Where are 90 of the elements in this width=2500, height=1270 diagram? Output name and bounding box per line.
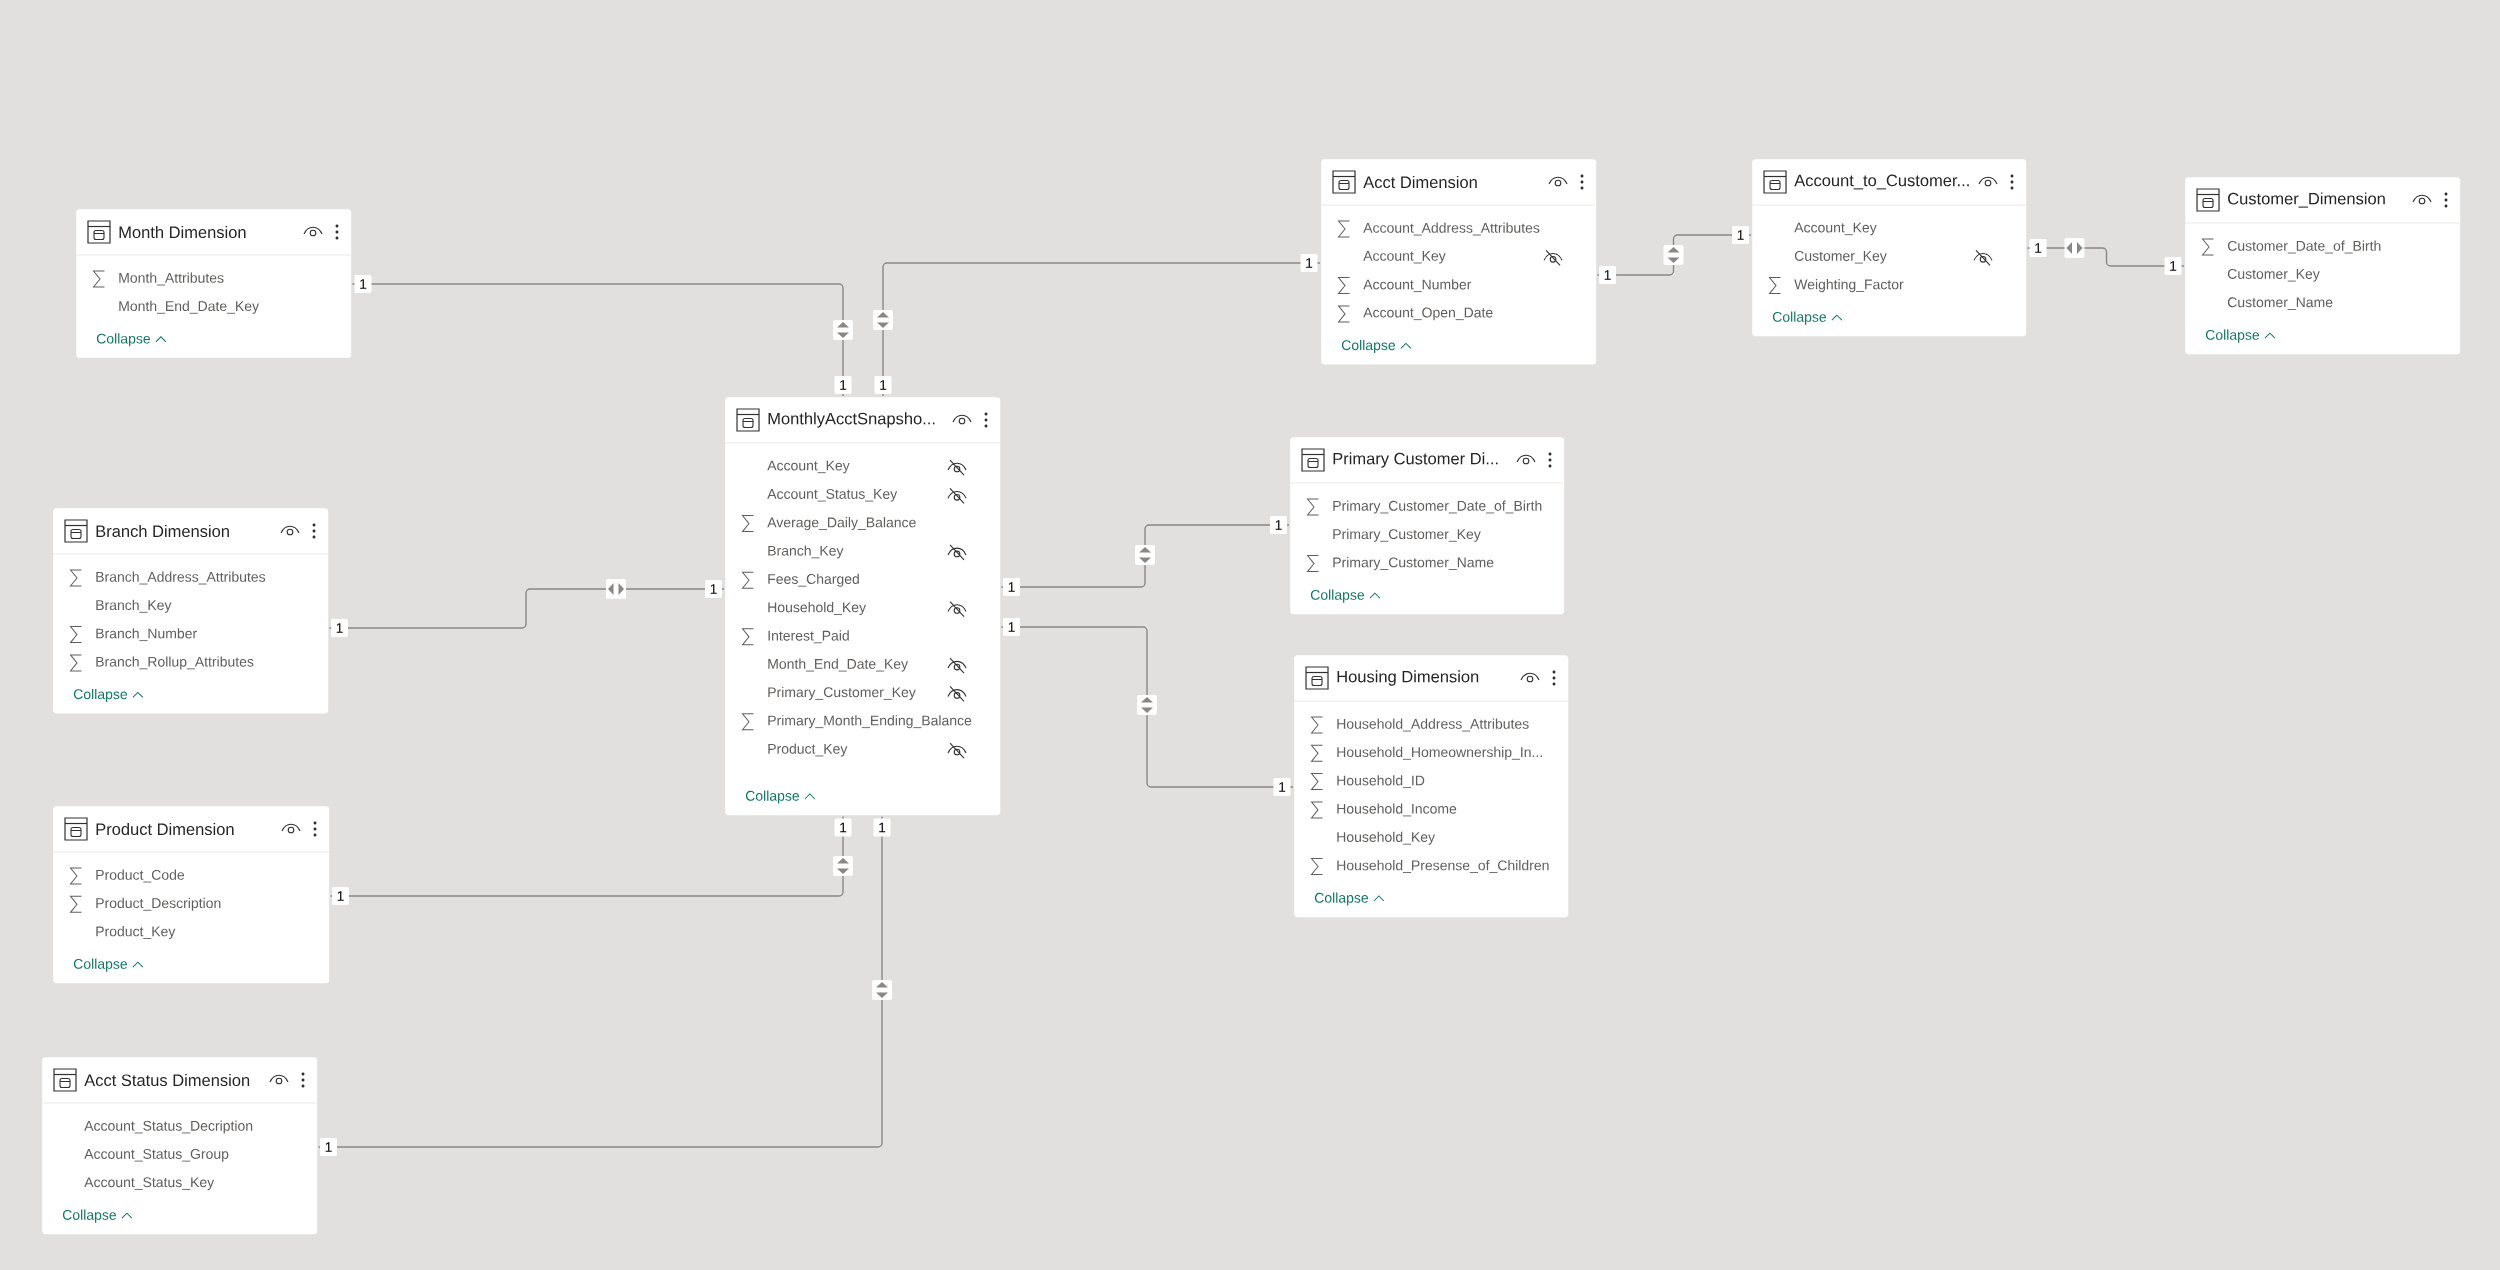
table-title: Customer_Dimension bbox=[2228, 192, 2385, 208]
field-name: Account_Status_Decription bbox=[84, 1120, 253, 1134]
relationship-line bbox=[329, 815, 853, 897]
table-card bbox=[1751, 159, 2027, 337]
field-name: Month_End_Date_Key bbox=[119, 300, 260, 314]
field-name: Customer_Key bbox=[1794, 250, 1887, 264]
field-name: Product_Key bbox=[96, 926, 176, 940]
field-name: Fees_Charged bbox=[768, 573, 859, 587]
field-name: Product_Code bbox=[96, 869, 185, 883]
table-title: Account_to_Customer... bbox=[1794, 174, 1969, 190]
relationship-line bbox=[1000, 626, 1294, 788]
cardinality-label: 1 bbox=[1599, 266, 1616, 284]
field-name: Branch_Address_Attributes bbox=[96, 571, 266, 585]
relationship-line bbox=[1000, 524, 1290, 588]
field-name: Branch_Rollup_Attributes bbox=[96, 656, 254, 670]
field-name: Month_Attributes bbox=[119, 272, 224, 286]
collapse-link: Collapse bbox=[1314, 892, 1385, 906]
field-name: Customer_Date_of_Birth bbox=[2227, 240, 2381, 254]
collapse-link: Collapse bbox=[62, 1209, 133, 1223]
relationship-line bbox=[1596, 234, 1752, 276]
relationship-line bbox=[873, 262, 1321, 397]
cardinality-label: 1 bbox=[705, 580, 722, 598]
cardinality-label: 1 bbox=[332, 887, 349, 905]
field-name: Household_Key bbox=[1337, 831, 1435, 845]
cardinality-label: 1 bbox=[1270, 516, 1287, 534]
table-title: Acct Dimension bbox=[1363, 175, 1477, 189]
cardinality-label: 1 bbox=[331, 619, 348, 637]
collapse-link: Collapse bbox=[2205, 329, 2276, 343]
field-name: Account_Address_Attributes bbox=[1363, 222, 1540, 236]
collapse-link: Collapse bbox=[73, 688, 144, 702]
field-name: Primary_Customer_Key bbox=[1333, 528, 1481, 542]
field-name: Household_Address_Attributes bbox=[1337, 718, 1529, 732]
table-card bbox=[52, 508, 329, 714]
field-name: Primary_Customer_Name bbox=[1333, 557, 1494, 571]
field-name: Product_Description bbox=[96, 897, 221, 911]
table-card bbox=[2184, 177, 2461, 355]
field-name: Account_Status_Group bbox=[84, 1148, 229, 1162]
field-name: Household_Presense_of_Children bbox=[1337, 860, 1549, 873]
field-name: Account_Status_Key bbox=[84, 1177, 215, 1190]
table-card bbox=[724, 397, 1001, 816]
field-name: Customer_Key bbox=[2227, 268, 2320, 282]
field-name: Interest_Paid bbox=[768, 630, 849, 644]
table-title: Primary Customer Di... bbox=[1333, 452, 1498, 468]
field-name: Household_ID bbox=[1337, 775, 1425, 789]
field-name: Account_Key bbox=[1794, 222, 1877, 236]
field-name: Product_Key bbox=[768, 743, 848, 757]
field-name: Account_Status_Key bbox=[767, 488, 898, 502]
collapse-link: Collapse bbox=[1772, 311, 1843, 325]
table-title: Branch Dimension bbox=[96, 524, 229, 538]
collapse-link: Collapse bbox=[1310, 589, 1381, 603]
collapse-link: Collapse bbox=[96, 333, 167, 347]
field-name: Branch_Key bbox=[768, 545, 844, 559]
field-name: Weighting_Factor bbox=[1794, 279, 1904, 293]
field-name: Household_Homeownership_In... bbox=[1337, 746, 1542, 760]
table-card bbox=[41, 1057, 318, 1235]
collapse-link: Collapse bbox=[745, 790, 816, 804]
field-name: Primary_Month_Ending_Balance bbox=[768, 715, 972, 729]
table-title: Product Dimension bbox=[96, 822, 234, 836]
field-name: Account_Open_Date bbox=[1363, 307, 1493, 321]
collapse-link: Collapse bbox=[73, 958, 144, 972]
relationship-line bbox=[328, 579, 725, 629]
cardinality-label: 1 bbox=[1003, 618, 1020, 636]
field-name: Household_Key bbox=[768, 602, 866, 616]
cardinality-label: 1 bbox=[1003, 578, 1020, 596]
table-card bbox=[1320, 159, 1597, 365]
relationship-line bbox=[351, 283, 853, 397]
field-name: Branch_Number bbox=[96, 628, 197, 642]
table-title: Month Dimension bbox=[119, 225, 246, 239]
table-title: Housing Dimension bbox=[1337, 670, 1479, 686]
cardinality-label: 1 bbox=[320, 1138, 337, 1156]
table-card bbox=[1289, 437, 1565, 615]
relationship-line bbox=[317, 815, 892, 1148]
field-name: Month_End_Date_Key bbox=[768, 658, 909, 672]
table-card bbox=[52, 806, 330, 984]
field-name: Account_Number bbox=[1363, 279, 1472, 293]
field-name: Account_Key bbox=[767, 460, 850, 474]
relationship-line bbox=[2026, 238, 2185, 267]
field-name: Primary_Customer_Key bbox=[768, 686, 916, 700]
table-title: MonthlyAcctSnapsho... bbox=[768, 412, 935, 428]
cardinality-label: 1 bbox=[1732, 226, 1749, 244]
field-name: Average_Daily_Balance bbox=[767, 517, 916, 531]
field-name: Household_Income bbox=[1337, 803, 1457, 817]
table-card bbox=[75, 209, 352, 358]
field-name: Account_Key bbox=[1363, 251, 1446, 264]
field-name: Primary_Customer_Date_of_Birth bbox=[1333, 500, 1542, 514]
table-title: Acct Status Dimension bbox=[84, 1073, 250, 1087]
field-name: Customer_Name bbox=[2227, 297, 2333, 310]
field-name: Branch_Key bbox=[96, 599, 172, 613]
table-card bbox=[1293, 655, 1569, 918]
collapse-link: Collapse bbox=[1341, 339, 1412, 353]
